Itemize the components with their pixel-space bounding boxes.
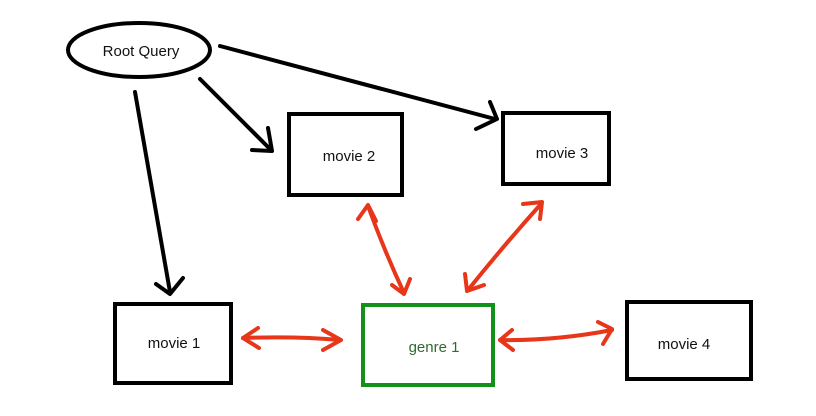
arrow-root-to-movie-1 bbox=[133, 90, 185, 296]
movie-2-label: movie 2 bbox=[323, 148, 376, 165]
arrow-genre-movie-3 bbox=[463, 200, 544, 293]
movie-4-node: movie 4 bbox=[625, 300, 753, 381]
movie-3-label: movie 3 bbox=[536, 145, 589, 162]
movie-2-node: movie 2 bbox=[287, 112, 404, 197]
movie-4-label: movie 4 bbox=[658, 336, 711, 353]
genre-1-node: genre 1 bbox=[361, 303, 495, 387]
arrow-genre-movie-4 bbox=[498, 320, 614, 352]
movie-1-node: movie 1 bbox=[113, 302, 233, 385]
arrow-genre-movie-2 bbox=[356, 203, 412, 296]
arrow-root-to-movie-3 bbox=[218, 44, 499, 131]
movie-3-node: movie 3 bbox=[501, 111, 611, 186]
root-query-node: Root Query bbox=[66, 21, 212, 79]
arrow-genre-movie-1 bbox=[241, 326, 343, 352]
root-query-label: Root Query bbox=[103, 43, 180, 60]
arrow-root-to-movie-2 bbox=[198, 77, 274, 153]
genre-1-label: genre 1 bbox=[409, 339, 460, 356]
movie-1-label: movie 1 bbox=[148, 335, 201, 352]
